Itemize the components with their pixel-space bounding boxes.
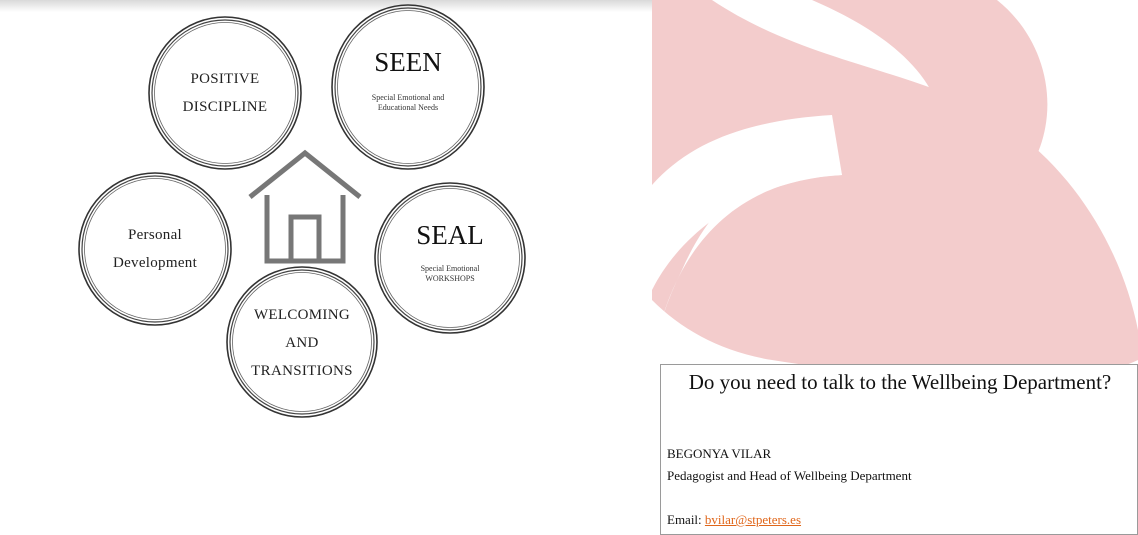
house-icon (248, 149, 362, 264)
ring-icon (78, 172, 232, 326)
personal-development-label: Personal Development (112, 227, 198, 271)
circle-personal-development: Personal Development (76, 170, 234, 328)
wellbeing-diagram: POSITIVE DISCIPLINE SEEN Special Emotion… (76, 2, 528, 421)
contact-email-row: Email: bvilar@stpeters.es (667, 511, 801, 529)
email-label: Email: (667, 512, 702, 527)
contact-name: BEGONYA VILAR (667, 446, 772, 461)
seal-content: SEAL Special Emotional WORKSHOPS (416, 220, 484, 284)
contact-box: Do you need to talk to the Wellbeing Dep… (660, 364, 1138, 535)
circle-seen: SEEN Special Emotional and Educational N… (329, 2, 487, 172)
welcoming-transitions-label: WELCOMING AND TRANSITIONS (251, 307, 353, 379)
circle-welcoming-transitions: WELCOMING AND TRANSITIONS (224, 263, 380, 421)
ring-icon (148, 16, 302, 170)
seen-content: SEEN Special Emotional and Educational N… (371, 47, 445, 113)
circle-seal: SEAL Special Emotional WORKSHOPS (372, 180, 528, 336)
seen-subtitle: Special Emotional and Educational Needs (371, 93, 445, 112)
circle-positive-discipline: POSITIVE DISCIPLINE (146, 14, 304, 172)
positive-discipline-label: POSITIVE DISCIPLINE (182, 71, 268, 115)
ring-icon (226, 266, 378, 418)
contact-role: Pedagogist and Head of Wellbeing Departm… (667, 468, 912, 483)
ring-icon (331, 4, 485, 170)
contact-title: Do you need to talk to the Wellbeing Dep… (688, 370, 1112, 394)
seen-title: SEEN (374, 47, 442, 77)
seal-title: SEAL (416, 220, 484, 250)
ring-icon (374, 182, 526, 334)
seal-subtitle: Special Emotional WORKSHOPS (420, 264, 480, 283)
email-link[interactable]: bvilar@stpeters.es (704, 512, 802, 527)
